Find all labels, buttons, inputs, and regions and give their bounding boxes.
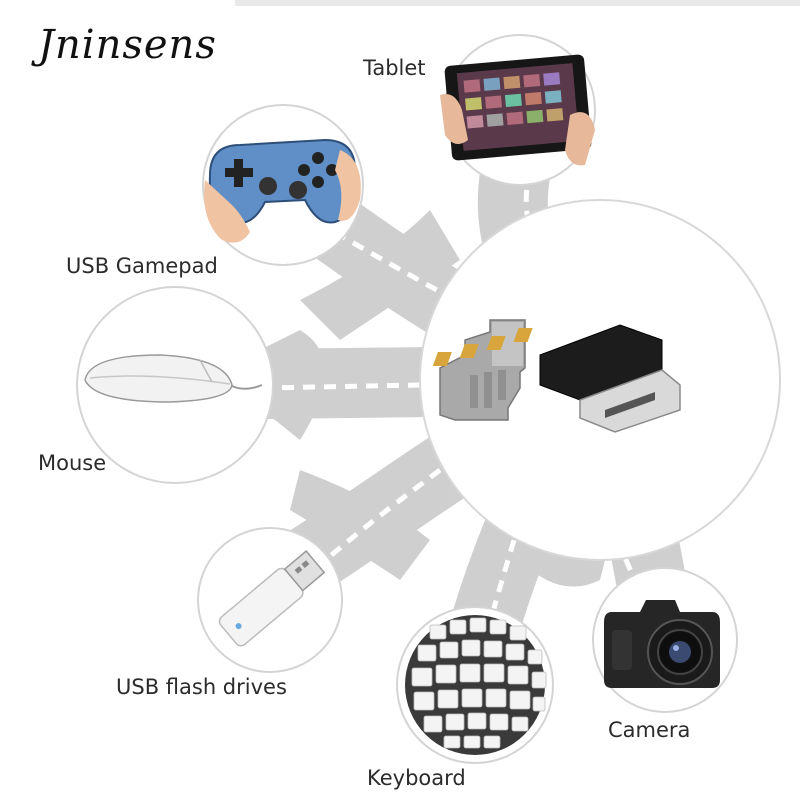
keyboard-icon (405, 615, 547, 755)
label-camera: Camera (608, 718, 691, 742)
label-keyboard: Keyboard (367, 766, 466, 790)
label-flash-drives: USB flash drives (116, 675, 287, 699)
label-mouse: Mouse (38, 451, 107, 475)
keyboard-node (396, 606, 554, 764)
camera-node (592, 567, 738, 713)
gamepad-node (202, 104, 364, 266)
tablet-icon (440, 54, 595, 166)
camera-icon (604, 600, 720, 688)
brand-logo: Jninsens (38, 22, 217, 68)
mouse-icon (84, 354, 263, 403)
flash-drive-icon (218, 550, 326, 647)
label-tablet: Tablet (363, 56, 426, 80)
label-gamepad: USB Gamepad (66, 254, 218, 278)
gamepad-icon (204, 138, 361, 243)
otg-adapter-icon (432, 319, 681, 433)
tablet-node (440, 34, 596, 186)
mouse-node (76, 286, 274, 484)
flash-node (197, 527, 343, 673)
